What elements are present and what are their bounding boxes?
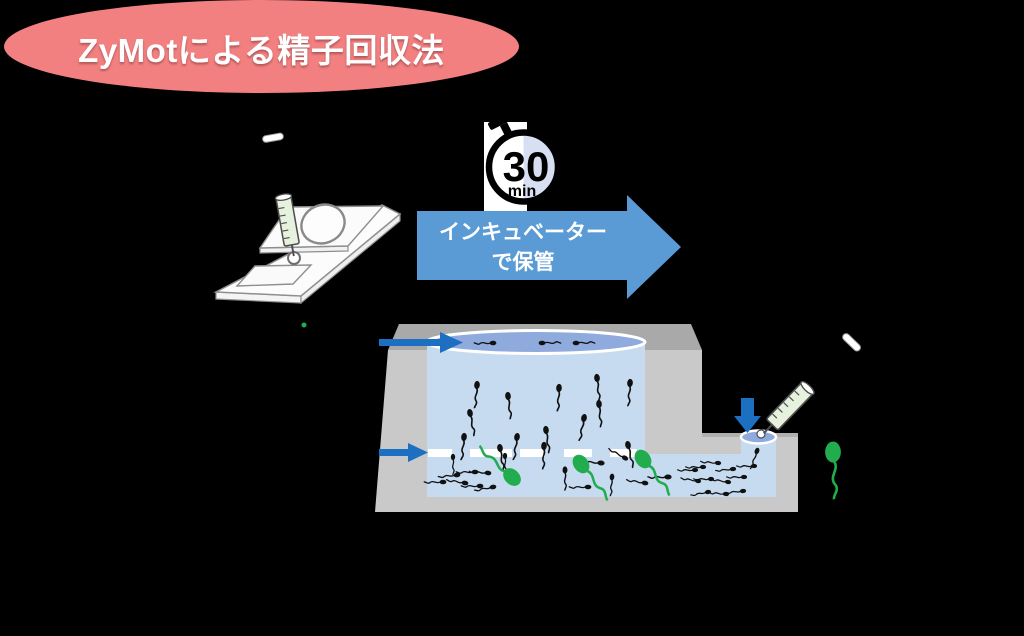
- membrane-dash: [470, 449, 512, 457]
- incubator-arrow: インキュベーター で保管: [417, 195, 681, 299]
- incubator-label-line2: で保管: [492, 250, 555, 274]
- membrane-dash: [520, 449, 545, 457]
- membrane-dash: [428, 449, 452, 457]
- droplet: [756, 429, 766, 439]
- zymot-device-top-view: [213, 131, 402, 305]
- stopwatch-face-right: [523, 132, 558, 202]
- syringe-icon: [754, 331, 863, 442]
- title-bubble: ZyMotによる精子回収法: [4, 0, 519, 93]
- page-title: ZyMotによる精子回収法: [78, 31, 445, 69]
- membrane-dash: [610, 449, 637, 457]
- membrane-dash: [564, 449, 592, 457]
- arrow-right-icon: [379, 332, 463, 353]
- arrow-right-icon: [379, 443, 428, 462]
- upper-chamber-fluid: [427, 342, 645, 454]
- stopwatch-crown: [488, 111, 516, 138]
- green-dot: [301, 322, 307, 328]
- arrow-right-icon: [417, 195, 681, 299]
- sample-reservoir: [235, 264, 313, 287]
- green-sperm-icon: [823, 440, 843, 501]
- membrane-dashed-line: [428, 449, 637, 457]
- device-port-ring: [300, 203, 346, 245]
- timer-unit: min: [508, 183, 536, 200]
- incubator-label-line1: インキュベーター: [439, 221, 607, 244]
- zymot-device-cross-section: [375, 324, 798, 512]
- arrow-down-icon: [734, 398, 761, 433]
- stopwatch-ring: [485, 129, 562, 205]
- incubation-timer: 30 min: [484, 111, 562, 212]
- timer-value: 30: [503, 143, 550, 190]
- collection-syringe: [754, 331, 863, 442]
- stopwatch-face-left: [489, 132, 524, 202]
